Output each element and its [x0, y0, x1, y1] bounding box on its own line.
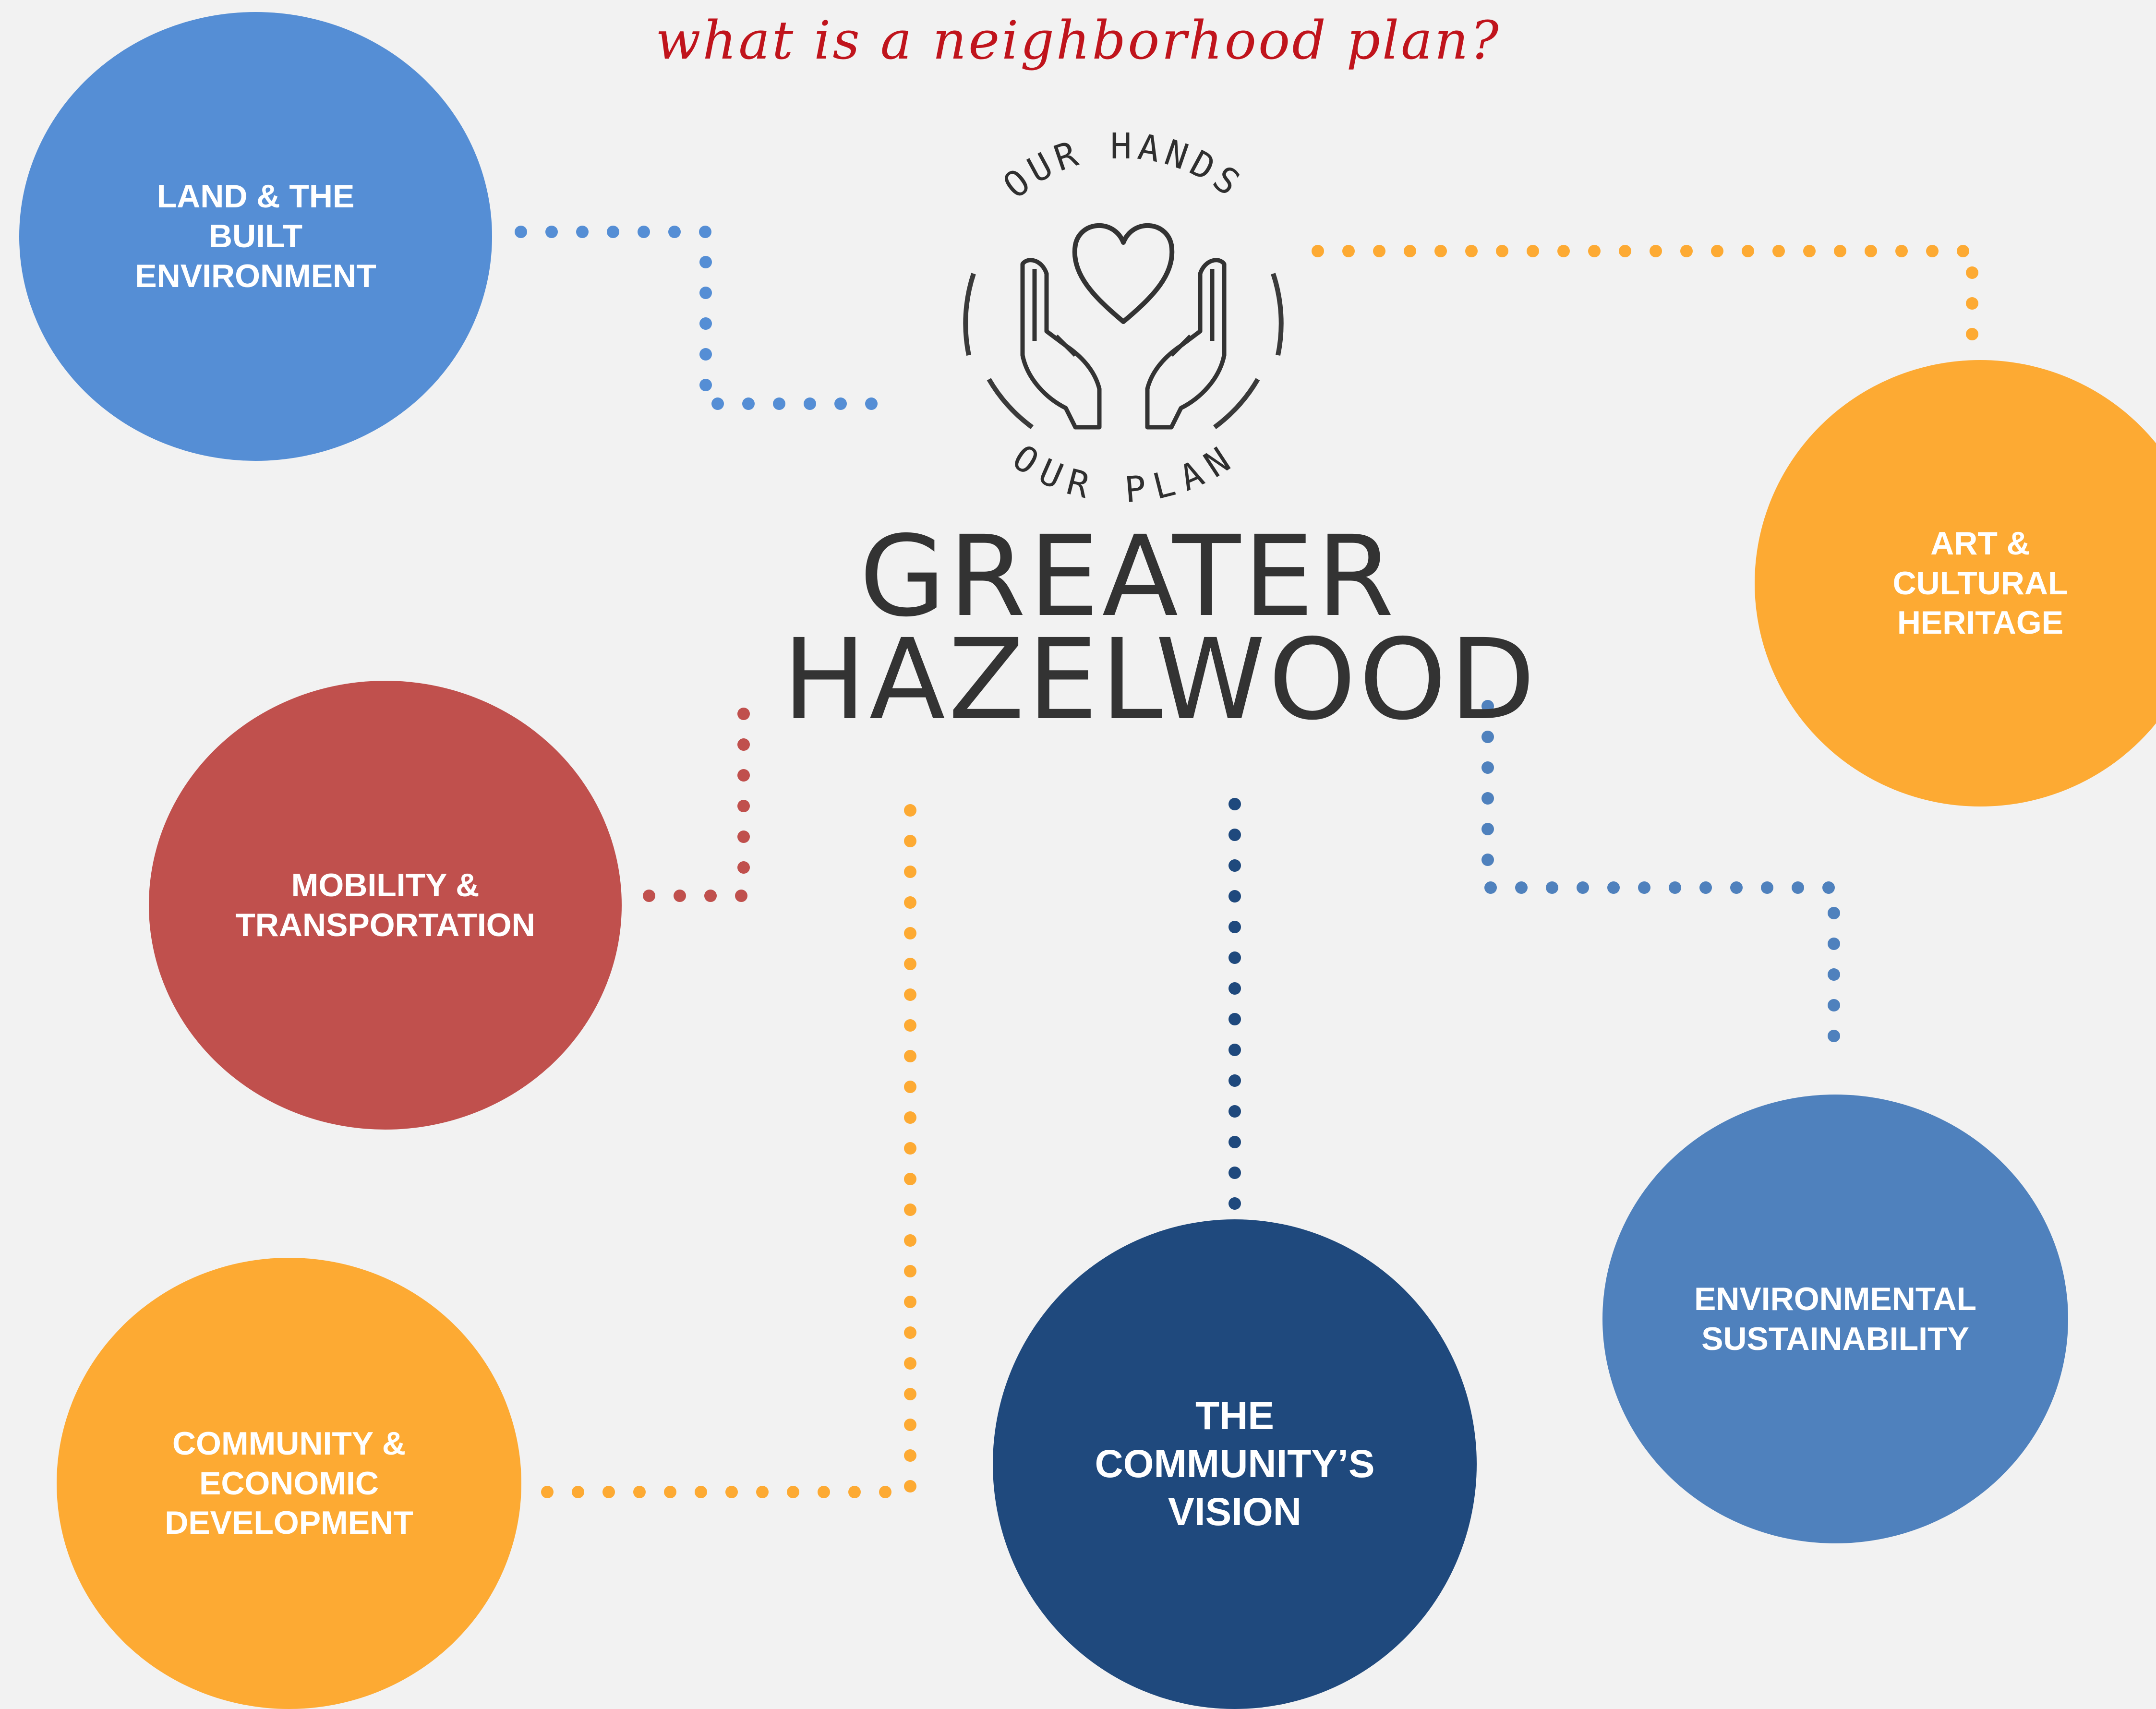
- left-hand-icon: [1020, 258, 1102, 430]
- logo: OUR HANDS OUR PLAN: [912, 126, 1335, 511]
- topic-label: LAND & THE BUILT ENVIRONMENT: [135, 178, 376, 294]
- topic-label: THE COMMUNITY’S VISION: [1095, 1394, 1375, 1534]
- topic-mobility-transportation: MOBILITY & TRANSPORTATION: [149, 681, 622, 1130]
- topic-land-built-environment: LAND & THE BUILT ENVIRONMENT: [19, 12, 492, 461]
- connector-mobility: [643, 707, 750, 902]
- topic-community-economic-development: COMMUNITY & ECONOMIC DEVELOPMENT: [57, 1258, 521, 1709]
- topic-community-vision: THE COMMUNITY’S VISION: [993, 1219, 1477, 1709]
- logo-line-hazelwood: HAZELWOOD: [783, 615, 1538, 745]
- topic-label: ENVIRONMENTAL SUSTAINABILITY: [1694, 1280, 1977, 1357]
- topic-environmental-sustainability: ENVIRONMENTAL SUSTAINABILITY: [1602, 1095, 2068, 1543]
- topic-art-cultural-heritage: ART & CULTURAL HERITAGE: [1755, 360, 2156, 806]
- connector-community-econ: [541, 800, 916, 1498]
- page-title: what is a neighborhood plan?: [655, 10, 1501, 71]
- connector-art: [1312, 245, 1978, 343]
- topic-label: ART & CULTURAL HERITAGE: [1892, 525, 2068, 641]
- logo-arc-bottom-text: OUR PLAN: [1005, 437, 1241, 504]
- connector-environment: [1481, 700, 1840, 1050]
- heart-icon: [1072, 223, 1175, 324]
- hands-heart-emblem: OUR HANDS OUR PLAN: [963, 126, 1284, 511]
- logo-arc-top-text: OUR HANDS: [996, 130, 1251, 207]
- topic-label: MOBILITY & TRANSPORTATION: [235, 867, 535, 943]
- logo-line-greater: GREATER: [859, 512, 1397, 641]
- topic-label: COMMUNITY & ECONOMIC DEVELOPMENT: [165, 1425, 413, 1541]
- right-hand-icon: [1145, 258, 1227, 430]
- connector-land: [515, 226, 885, 410]
